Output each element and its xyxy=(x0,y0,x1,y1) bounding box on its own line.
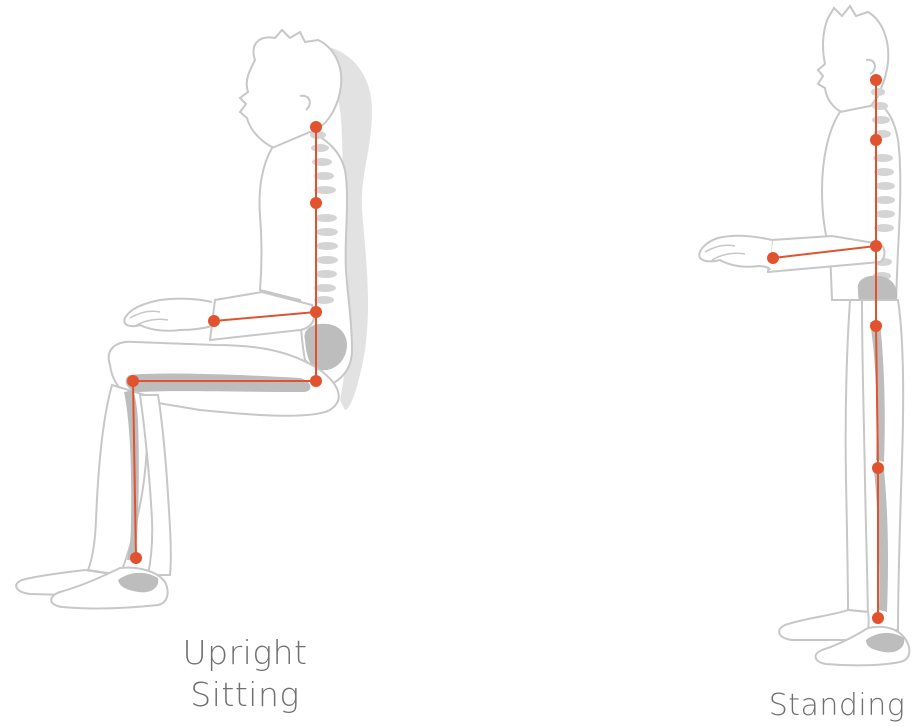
sitting-joint-wrist xyxy=(208,315,220,327)
sitting-joint-hip xyxy=(310,375,322,387)
sitting-head-outline xyxy=(240,30,341,149)
standing-joint-hip xyxy=(870,320,882,332)
standing-figure xyxy=(699,6,909,665)
sitting-joint-elbow xyxy=(310,306,322,318)
sitting-joint-neck xyxy=(310,121,322,133)
standing-joint-elbow xyxy=(870,240,882,252)
sitting-joint-knee xyxy=(127,375,139,387)
standing-joint-neck xyxy=(870,74,882,86)
sitting-caption: Upright Sitting xyxy=(130,632,360,716)
sitting-back-shin-outline xyxy=(140,395,171,575)
standing-caption-text: Standing xyxy=(760,688,914,724)
standing-joint-knee xyxy=(872,462,884,474)
sitting-joint-shoulder xyxy=(310,197,322,209)
standing-joint-ankle xyxy=(872,612,884,624)
sitting-caption-line1: Upright xyxy=(130,632,360,674)
standing-caption: Standing xyxy=(760,688,914,724)
sitting-figure xyxy=(16,30,372,608)
sitting-caption-line2: Sitting xyxy=(130,674,360,716)
standing-joint-shoulder xyxy=(870,134,882,146)
standing-head-outline xyxy=(818,6,888,114)
sitting-joint-ankle xyxy=(130,552,142,564)
standing-joint-wrist xyxy=(767,252,779,264)
